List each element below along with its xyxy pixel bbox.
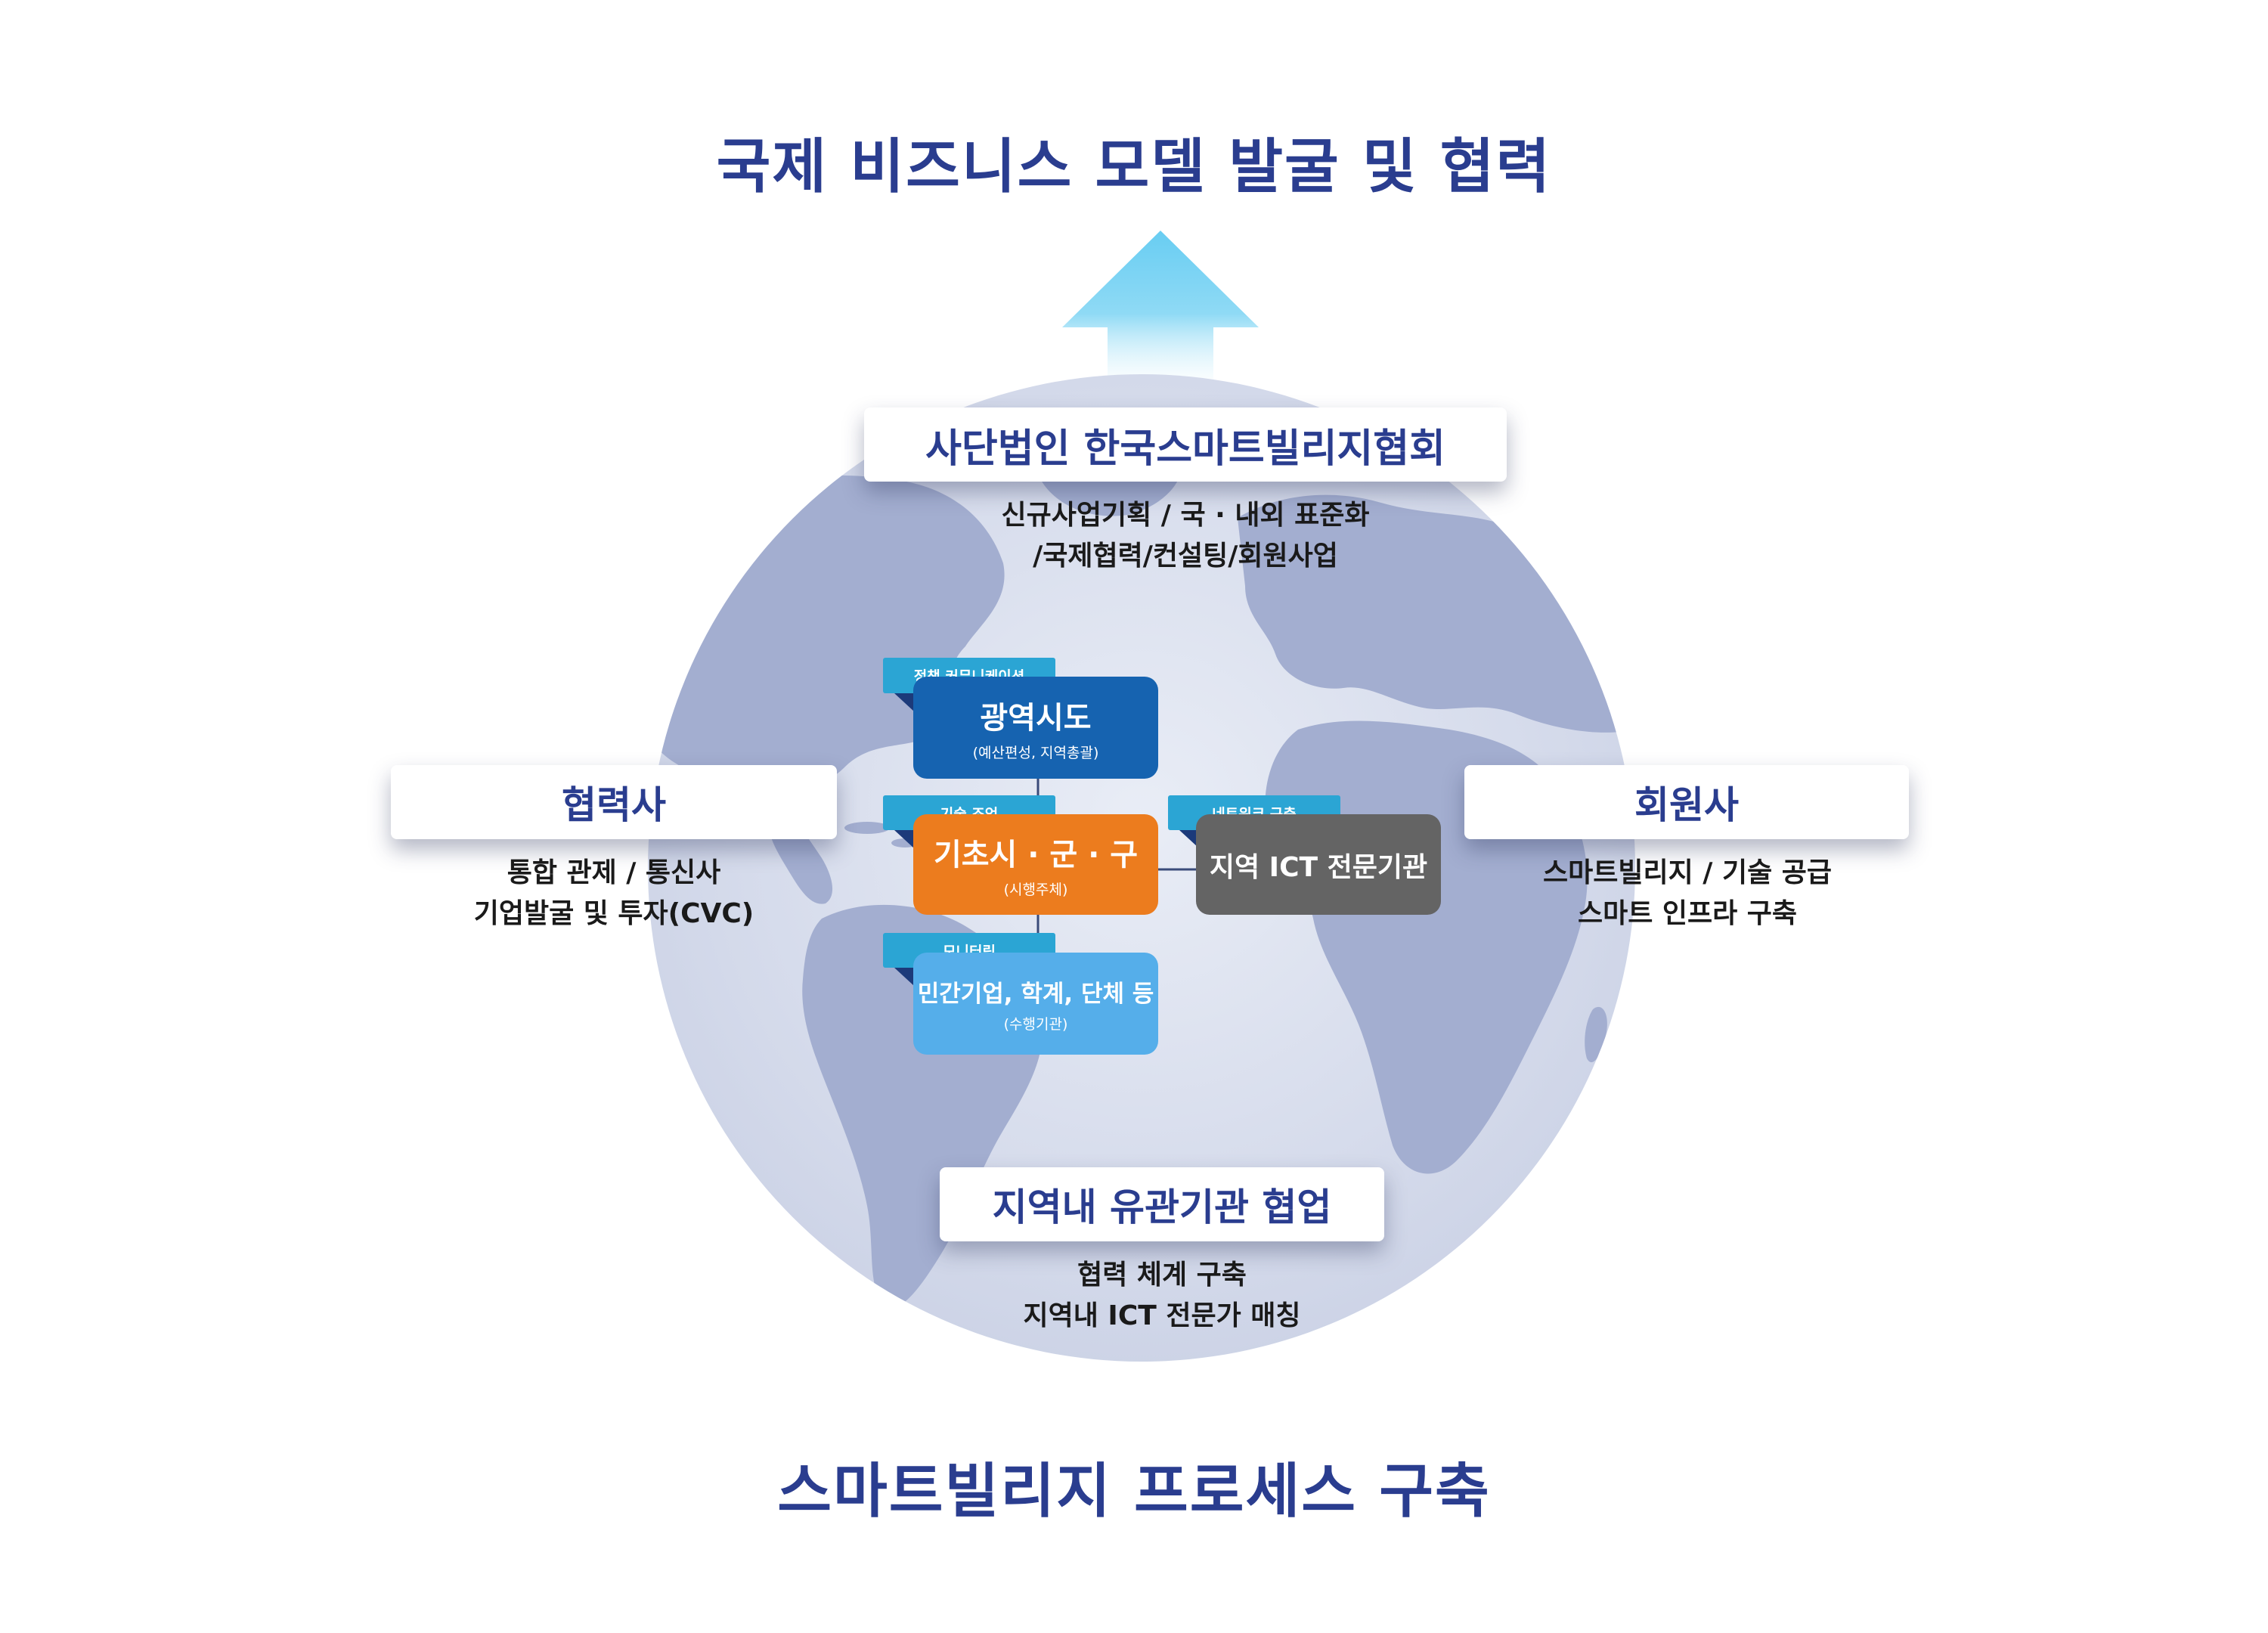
regional-cooperation-title: 지역내 유관기관 협업 (992, 1185, 1332, 1229)
association-description: 신규사업기획 / 국 · 내외 표준화 /국제협력/컨설팅/회원사업 (807, 495, 1563, 577)
regional-cooperation-box: 지역내 유관기관 협업 (940, 1167, 1384, 1241)
association-box: 사단법인 한국스마트빌리지협회 (864, 407, 1507, 482)
private-tab-fold (894, 968, 914, 986)
regional-cooperation-line-1: 협력 체계 구축 (1077, 1260, 1247, 1291)
ict-title: 지역 ICT 전문기관 (1209, 851, 1428, 883)
metro-title: 광역시도 (980, 701, 1092, 736)
ict-tab-fold (1179, 830, 1199, 848)
local-node: 기초시 · 군 · 구 (시행주체) (913, 814, 1158, 915)
local-subtitle: (시행주체) (1003, 882, 1068, 898)
association-line-1: 신규사업기획 / 국 · 내외 표준화 (1001, 500, 1370, 531)
partner-description: 통합 관제 / 통신사 기업발굴 및 투자(CVC) (387, 853, 841, 934)
metro-node: 광역시도 (예산편성, 지역총괄) (913, 677, 1158, 779)
local-title: 기초시 · 군 · 구 (933, 838, 1139, 872)
regional-cooperation-line-2: 지역내 ICT 전문가 매칭 (1023, 1300, 1301, 1331)
private-title: 민간기업, 학계, 단체 등 (917, 980, 1154, 1008)
ict-node: 지역 ICT 전문기관 (1196, 814, 1441, 915)
member-box: 회원사 (1464, 765, 1909, 839)
regional-cooperation-description: 협력 체계 구축 지역내 ICT 전문가 매칭 (935, 1255, 1389, 1337)
private-subtitle: (수행기관) (1003, 1015, 1068, 1033)
private-node: 민간기업, 학계, 단체 등 (수행기관) (913, 953, 1158, 1055)
partner-title: 협력사 (562, 783, 666, 827)
local-tab-fold (894, 830, 914, 848)
up-arrow-icon (1062, 231, 1259, 382)
member-description: 스마트빌리지 / 기술 공급 스마트 인프라 구축 (1461, 853, 1914, 934)
member-line-1: 스마트빌리지 / 기술 공급 (1543, 857, 1832, 888)
partner-line-1: 통합 관제 / 통신사 (507, 857, 721, 888)
association-title: 사단법인 한국스마트빌리지협회 (925, 426, 1445, 472)
metro-tab-fold (894, 693, 914, 711)
association-line-2: /국제협력/컨설팅/회원사업 (1033, 541, 1338, 572)
partner-box: 협력사 (391, 765, 837, 839)
metro-subtitle: (예산편성, 지역총괄) (972, 745, 1099, 761)
bottom-title: 스마트빌리지 프로세스 구축 (777, 1458, 1491, 1526)
top-title: 국제 비즈니스 모델 발굴 및 협력 (716, 133, 1552, 201)
partner-line-2: 기업발굴 및 투자(CVC) (473, 898, 754, 929)
member-title: 회원사 (1634, 783, 1739, 827)
member-line-2: 스마트 인프라 구축 (1577, 898, 1798, 929)
